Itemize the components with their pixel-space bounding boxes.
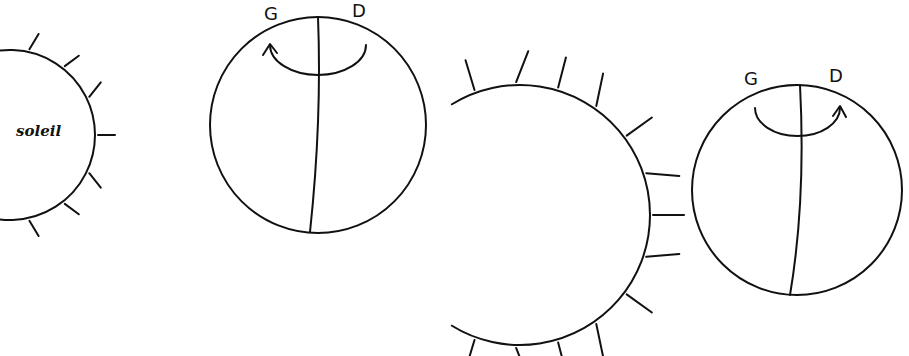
sun-label: soleil — [16, 122, 66, 140]
arrow-head — [263, 44, 277, 55]
sun-ray — [89, 82, 101, 97]
sun-ray — [516, 348, 528, 356]
sun-region: soleil — [16, 122, 66, 140]
sun-ray — [466, 340, 475, 356]
sun-ray — [558, 58, 566, 88]
sun-ray — [98, 134, 115, 136]
sun-ray — [516, 51, 528, 82]
earth-circle — [692, 85, 902, 295]
sun-ray — [627, 118, 652, 136]
side-letter: D — [352, 2, 366, 20]
sun-outline — [0, 50, 95, 220]
sun-ray — [627, 294, 652, 312]
side-letter: G — [264, 5, 278, 23]
side-letter: D — [829, 67, 843, 85]
sun-outline — [451, 85, 650, 345]
sun-ray — [89, 173, 101, 188]
sun-ray — [29, 34, 38, 49]
meridian-line — [790, 85, 802, 295]
sun-ray — [29, 221, 38, 236]
sun-ray — [596, 324, 603, 356]
rotation-arc — [270, 45, 366, 75]
sun-ray — [65, 56, 79, 66]
sun-ray — [558, 342, 566, 356]
sun-ray — [596, 74, 603, 106]
side-letter: G — [744, 70, 758, 88]
sun-ray — [646, 254, 679, 257]
sun-ray — [646, 173, 679, 176]
arrow-head — [833, 106, 846, 117]
earth-circle — [210, 17, 426, 233]
meridian-line — [310, 17, 319, 232]
sun-ray — [653, 214, 684, 216]
sun-ray — [466, 60, 475, 90]
rotation-arc — [755, 108, 840, 136]
sun-ray — [65, 204, 79, 214]
